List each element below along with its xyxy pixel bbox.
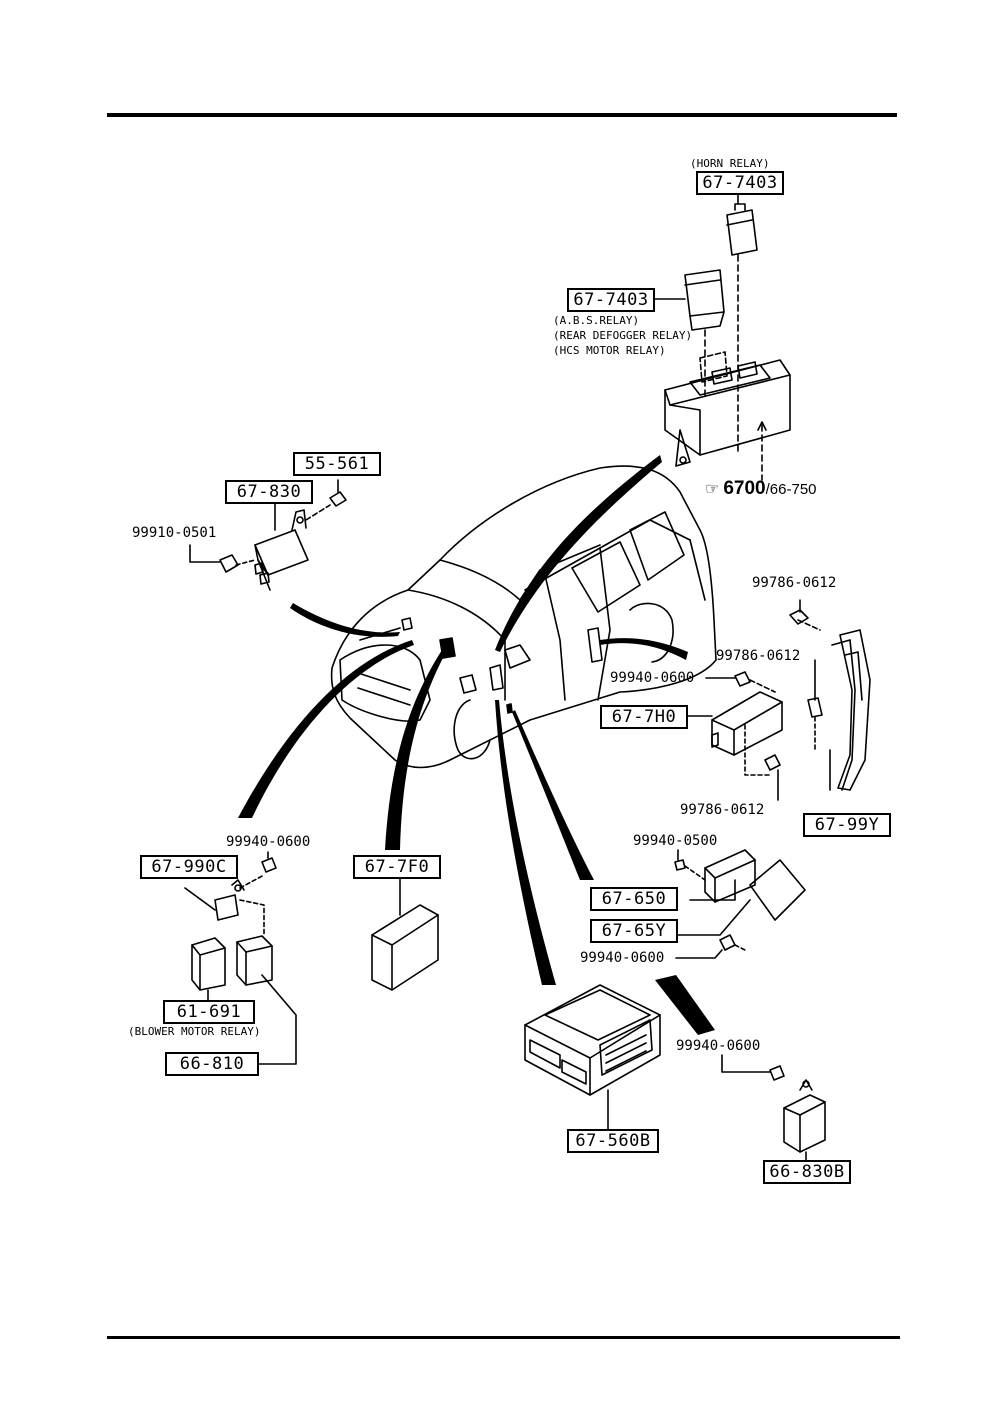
horn-relay-drawing [726, 191, 758, 456]
part-box-61-691: 61-691 [163, 1000, 255, 1024]
label-99940-0600-unit: 99940-0600 [610, 670, 695, 686]
left-module-drawing [189, 479, 347, 591]
top-rule [107, 113, 897, 117]
right-bracket-drawing [789, 599, 871, 791]
part-box-67-65y: 67-65Y [590, 919, 678, 943]
label-99940-0600-mid: 99940-0600 [580, 950, 665, 966]
junction-box-drawing [664, 351, 791, 481]
label-99940-0600-left: 99940-0600 [226, 834, 311, 850]
part-box-67-830: 67-830 [225, 480, 313, 504]
blower-relay-drawing [184, 851, 297, 1065]
abs-relay-drawing [652, 269, 725, 396]
rear-defogger-note: (REAR DEFOGGER RELAY) [553, 329, 693, 342]
horn-relay-note: (HORN RELAY) [690, 157, 770, 170]
unit-7f0-drawing [371, 877, 439, 991]
part-box-horn-relay: 67-7403 [696, 171, 784, 195]
unit-560b-drawing [524, 984, 661, 1131]
part-box-67-99y: 67-99Y [803, 813, 891, 837]
unit-830b-drawing [721, 1054, 826, 1161]
part-box-67-990c: 67-990C [140, 855, 238, 879]
label-99940-0600-right: 99940-0600 [676, 1038, 761, 1054]
part-box-66-810: 66-810 [165, 1052, 259, 1076]
unit-7h0-drawing [685, 671, 783, 801]
blower-motor-note: (BLOWER MOTOR RELAY) [128, 1025, 261, 1038]
bottom-rule [107, 1336, 900, 1339]
abs-relay-note: (A.B.S.RELAY) [553, 314, 640, 327]
part-box-abs-relay: 67-7403 [567, 288, 655, 312]
pointing-hand-icon: ☞ [705, 481, 720, 498]
cross-reference: ☞6700/66-750 [705, 478, 817, 500]
pointer-wedges [238, 455, 715, 1035]
label-99786-0612-low: 99786-0612 [680, 802, 765, 818]
part-box-67-7h0: 67-7H0 [600, 705, 688, 729]
unit-650-drawing [674, 849, 806, 959]
part-box-67-7f0: 67-7F0 [353, 855, 441, 879]
label-99786-0612-mid: 99786-0612 [716, 648, 801, 664]
hcs-motor-note: (HCS MOTOR RELAY) [553, 344, 666, 357]
part-box-66-830b: 66-830B [763, 1160, 851, 1184]
part-box-67-560b: 67-560B [567, 1129, 659, 1153]
label-99940-0500: 99940-0500 [633, 833, 718, 849]
part-box-67-650: 67-650 [590, 887, 678, 911]
reference-sub: /66-750 [765, 481, 817, 498]
label-99786-0612-top: 99786-0612 [752, 575, 837, 591]
label-99910-0501: 99910-0501 [132, 525, 217, 541]
part-box-55-561: 55-561 [293, 452, 381, 476]
reference-main: 6700 [723, 478, 766, 499]
